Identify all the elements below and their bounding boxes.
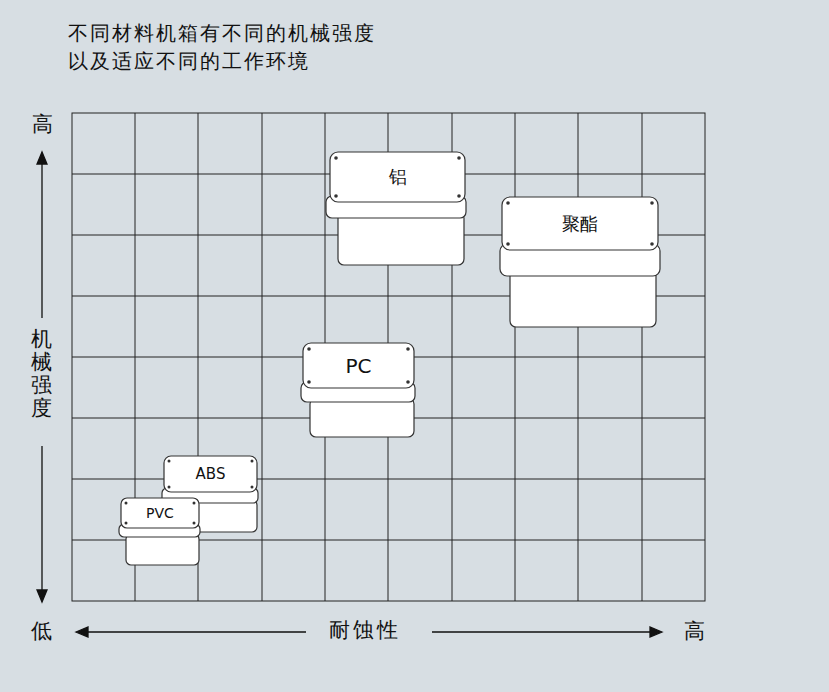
chart-title: 不同材料机箱有不同的机械强度 以及适应不同的工作环境 <box>68 19 390 75</box>
material-name: 聚酯 <box>562 212 598 236</box>
enclosure-label: 聚酯 <box>502 197 658 250</box>
axis-high: 高 <box>32 112 53 137</box>
material-name: 铝 <box>389 165 407 189</box>
enclosure-label: ABS <box>164 456 257 492</box>
axis-low: 低 <box>31 619 52 644</box>
axis-arrows <box>37 152 662 637</box>
axis-high: 高 <box>684 619 705 644</box>
axis-title: 机械强度 <box>31 328 52 420</box>
enclosure-label: PVC <box>121 498 199 528</box>
enclosures <box>119 152 660 565</box>
enclosure-label: 铝 <box>330 152 465 202</box>
axis-title: 耐蚀性 <box>329 618 401 643</box>
material-name: PVC <box>146 505 174 521</box>
screw-dots <box>125 156 654 524</box>
material-name: ABS <box>196 465 226 483</box>
grid <box>72 113 705 601</box>
enclosure-label: PC <box>303 343 414 388</box>
material-name: PC <box>345 354 371 378</box>
